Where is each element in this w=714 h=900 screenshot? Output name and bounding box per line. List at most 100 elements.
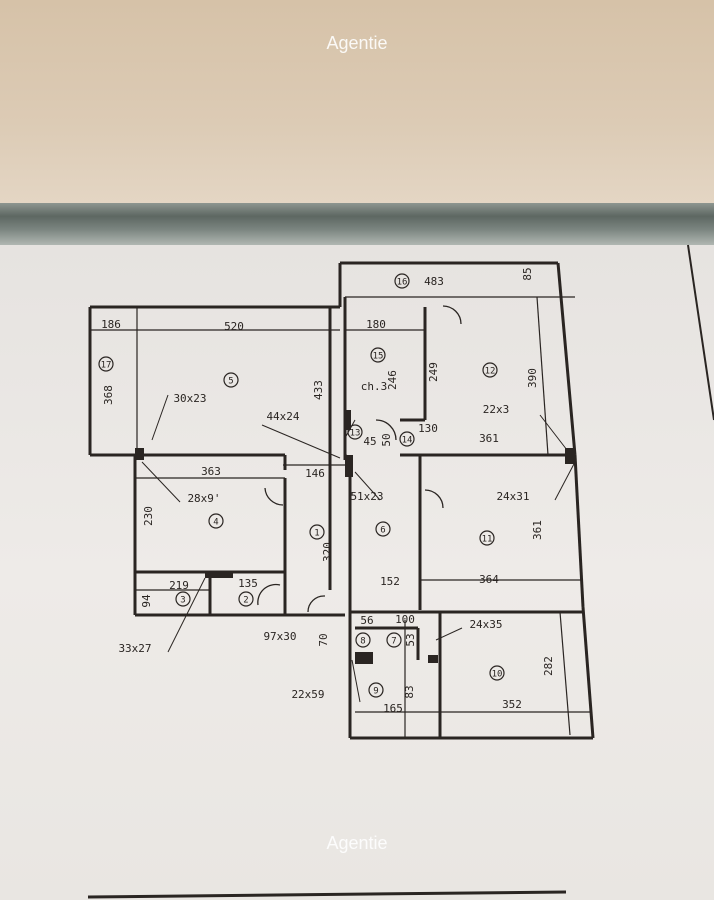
room-number-circle bbox=[98, 356, 114, 372]
room-number-circle bbox=[399, 431, 415, 447]
dimension-label: 56 bbox=[360, 614, 373, 627]
room-number: 9 bbox=[373, 687, 378, 697]
dimension-label: 30x23 bbox=[173, 392, 206, 405]
dimension-label: 483 bbox=[424, 275, 444, 288]
leader-line bbox=[539, 414, 568, 451]
door-arc bbox=[257, 583, 281, 606]
room-number: 4 bbox=[213, 518, 218, 528]
dimension-label: 83 bbox=[403, 685, 416, 698]
room-number-circle bbox=[394, 273, 410, 289]
dimension-label: 364 bbox=[479, 573, 499, 586]
dimension-label: 186 bbox=[101, 318, 121, 331]
wall-line bbox=[581, 606, 595, 739]
dimension-label: 433 bbox=[312, 380, 325, 400]
watermark-top: Agentie bbox=[326, 33, 388, 53]
dimension-label: 368 bbox=[102, 385, 115, 405]
dimension-label: 22x3 bbox=[483, 403, 510, 416]
dimension-label: 44x24 bbox=[266, 410, 299, 423]
room-number: 8 bbox=[360, 637, 365, 647]
door-arc bbox=[442, 305, 462, 325]
room-number-circle bbox=[223, 372, 239, 388]
pillar bbox=[135, 448, 144, 460]
room-number: 6 bbox=[380, 526, 385, 536]
dimension-label: 53 bbox=[404, 633, 417, 646]
leader-line bbox=[354, 471, 381, 501]
dimension-label: 94 bbox=[140, 594, 153, 608]
leader-line bbox=[435, 627, 463, 641]
room-number-circle bbox=[238, 591, 254, 607]
leader-line bbox=[141, 461, 181, 503]
room-number: 11 bbox=[482, 535, 493, 545]
dimension-label: 45 bbox=[363, 435, 376, 448]
room-number: 14 bbox=[402, 436, 413, 446]
leader-line bbox=[344, 419, 356, 439]
room-number-circle bbox=[355, 632, 371, 648]
door-arc bbox=[424, 489, 444, 509]
room-number: 13 bbox=[350, 429, 361, 439]
dimension-label: 520 bbox=[224, 320, 244, 333]
pillar bbox=[205, 572, 233, 578]
pillar bbox=[345, 410, 351, 430]
dimension-label: 320 bbox=[321, 542, 334, 562]
floor-plan-sheet bbox=[0, 245, 714, 900]
dimension-label: 130 bbox=[418, 422, 438, 435]
dimension-label: 146 bbox=[305, 467, 325, 480]
dimension-label: 230 bbox=[142, 506, 155, 526]
dimension-label: 70 bbox=[317, 633, 330, 646]
dimension-label: 390 bbox=[526, 368, 539, 388]
dimension-label: 352 bbox=[502, 698, 522, 711]
dimension-label: 180 bbox=[366, 318, 386, 331]
dimension-line bbox=[559, 611, 571, 736]
dimension-label: 22x59 bbox=[291, 688, 324, 701]
dimension-label: 97x30 bbox=[263, 630, 296, 643]
room-number-circle bbox=[309, 524, 325, 540]
pillar bbox=[428, 655, 438, 663]
dimension-label: 33x27 bbox=[118, 642, 151, 655]
room-number: 3 bbox=[180, 596, 185, 606]
room-number: 16 bbox=[397, 278, 408, 288]
room-number-circle bbox=[489, 665, 505, 681]
dimension-label: 249 bbox=[427, 362, 440, 382]
dimension-label: 85 bbox=[521, 267, 534, 280]
dimension-label: 100 bbox=[395, 613, 415, 626]
dimension-label: 363 bbox=[201, 465, 221, 478]
dimension-label: 361 bbox=[531, 520, 544, 540]
room-number: 2 bbox=[243, 596, 248, 606]
room-number: 10 bbox=[492, 670, 503, 680]
room-number: 1 bbox=[314, 529, 319, 539]
dimension-label: 165 bbox=[383, 702, 403, 715]
leader-line bbox=[151, 394, 169, 441]
room-number: 17 bbox=[101, 361, 112, 371]
dimension-label: 282 bbox=[542, 656, 555, 676]
dimension-line bbox=[536, 296, 549, 456]
binder-strip bbox=[0, 203, 714, 247]
dimension-label: 24x35 bbox=[469, 618, 502, 631]
wall-line bbox=[573, 454, 585, 608]
dimension-label: 152 bbox=[380, 575, 400, 588]
leader-line bbox=[167, 577, 206, 653]
door-arc bbox=[375, 419, 397, 441]
room-number-circle bbox=[386, 632, 402, 648]
dimension-label: 24x31 bbox=[496, 490, 529, 503]
watermark-bottom: Agentie bbox=[326, 833, 388, 853]
dimension-label: 219 bbox=[169, 579, 189, 592]
leader-line bbox=[351, 659, 361, 703]
room-number: 7 bbox=[391, 637, 396, 647]
room-number-circle bbox=[368, 682, 384, 698]
table-edge-line bbox=[87, 890, 567, 899]
room-number-circle bbox=[175, 591, 191, 607]
door-arc bbox=[264, 487, 284, 506]
leader-line bbox=[261, 424, 341, 459]
dimension-label: ch.3 bbox=[361, 380, 388, 393]
paper-edge-line bbox=[687, 244, 714, 421]
dimension-label: 246 bbox=[386, 370, 399, 390]
door-arc bbox=[307, 595, 326, 613]
wall-line bbox=[556, 262, 577, 456]
room-number-circle bbox=[208, 513, 224, 529]
dimension-label: 50 bbox=[380, 433, 393, 446]
room-number-circle bbox=[479, 530, 495, 546]
room-number-circle bbox=[375, 521, 391, 537]
pillar bbox=[355, 652, 373, 664]
dimension-label: 51x23 bbox=[350, 490, 383, 503]
